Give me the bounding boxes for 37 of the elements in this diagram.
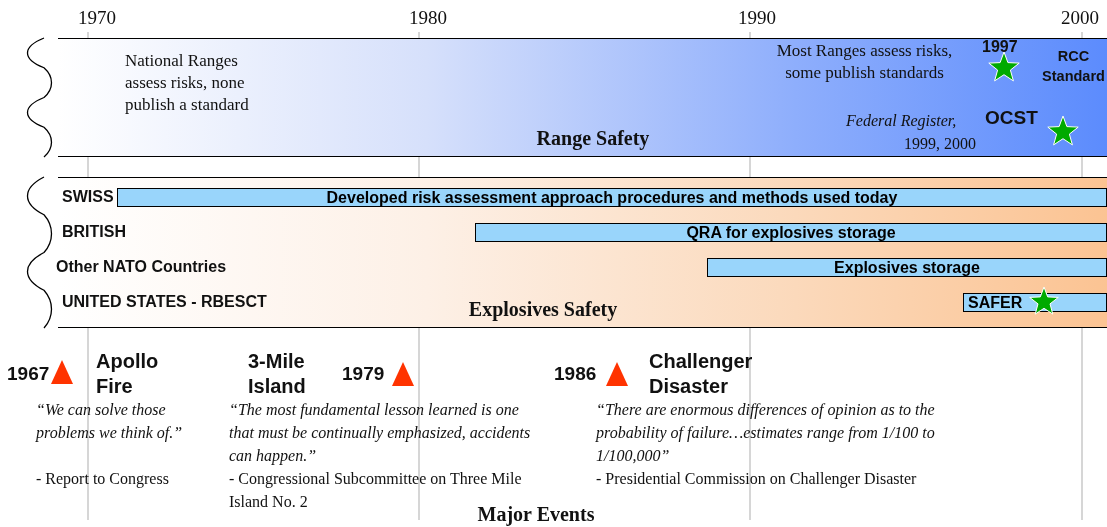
year-label: 2000 bbox=[1060, 7, 1100, 29]
timeline-bar bbox=[707, 258, 1107, 277]
year-label: 1967 bbox=[7, 362, 51, 386]
standard-label: RCC Standard bbox=[1041, 47, 1106, 86]
event-label: 3-Mile Island bbox=[248, 349, 307, 399]
event-label: Challenger Disaster bbox=[649, 349, 754, 399]
bar-label: SAFER bbox=[968, 293, 1023, 312]
note-text: Most Ranges assess risks, some publish standards bbox=[775, 40, 954, 84]
bar-label: QRA for explosives storage bbox=[686, 223, 896, 242]
quote-text: “The most fundamental lesson learned is one that must be continually emphasized, accidents can happen.” bbox=[229, 400, 532, 467]
event-label: Apollo Fire bbox=[96, 349, 160, 399]
row-label: SWISS bbox=[62, 187, 115, 207]
explosives-safety-band bbox=[58, 177, 1107, 328]
row-label: Other NATO Countries bbox=[56, 257, 228, 277]
bar-label: Developed risk assessment approach procedures and methods used today bbox=[326, 188, 898, 207]
bar-label: Explosives storage bbox=[834, 258, 980, 277]
note-text: 1999, 2000 bbox=[904, 134, 977, 154]
year-label: 1990 bbox=[737, 7, 777, 29]
quote-text: “We can solve those problems we think of.” bbox=[36, 400, 184, 444]
year-label: 1997 bbox=[982, 37, 1019, 57]
timeline-bar bbox=[117, 188, 1107, 207]
source-text: - Report to Congress bbox=[36, 469, 170, 490]
year-label: 1970 bbox=[77, 7, 117, 29]
year-label: 1980 bbox=[408, 7, 448, 29]
band-title: Explosives Safety bbox=[467, 298, 619, 321]
quote-text: “There are enormous differences of opinion as to the probability of failure…estimates range from 1/100 to 1/100,000” bbox=[596, 400, 936, 466]
year-label: 1979 bbox=[342, 362, 386, 386]
range-safety-band bbox=[58, 38, 1107, 157]
row-label: UNITED STATES - RBESCT bbox=[62, 292, 268, 312]
timeline-bar bbox=[475, 223, 1107, 242]
agency-label: OCST bbox=[985, 106, 1039, 130]
source-text: - Presidential Commission on Challenger Disaster bbox=[596, 469, 918, 490]
row-label: BRITISH bbox=[62, 222, 127, 242]
year-label: 1986 bbox=[554, 362, 598, 386]
band-title: Range Safety bbox=[535, 127, 651, 150]
note-text: National Ranges assess risks, none publish a standard bbox=[125, 50, 250, 116]
note-text: Federal Register, bbox=[846, 111, 958, 132]
